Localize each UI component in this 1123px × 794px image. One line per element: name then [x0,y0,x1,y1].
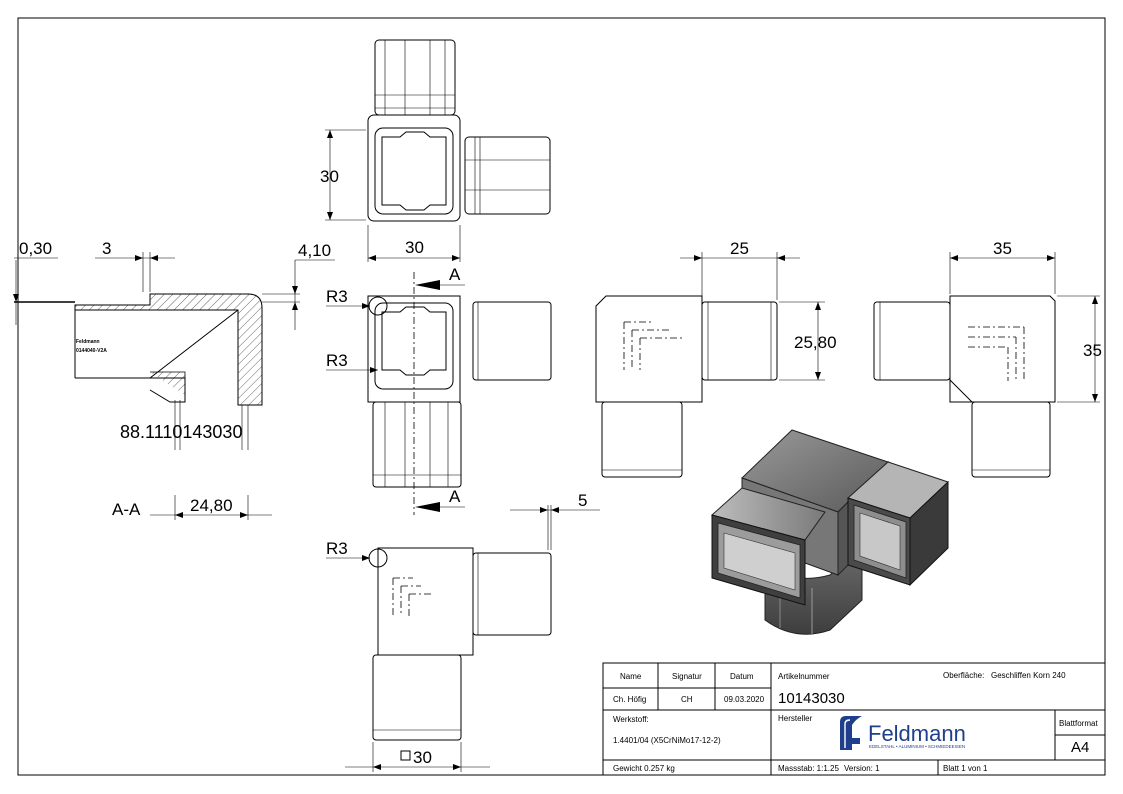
tb-blatt: Blatt 1 von 1 [943,764,988,773]
sheet-border [17,17,1106,776]
tb-label-hersteller: Hersteller [778,714,813,723]
square-symbol-icon [400,750,411,761]
dim-section-0-30: 0,30 [19,239,52,258]
engraving-line-1: Feldmann [76,339,100,345]
dim-section-24-80: 24,80 [190,496,233,515]
section-marker-a-top: A [449,265,461,284]
side-view-left: 25 25,80 [595,239,837,478]
tb-gewicht: Gewicht 0.257 kg [613,764,675,773]
section-view-a-a: 0,30 3 4,10 Feldmann 0144040-V2A 88.1110… [13,239,335,520]
tb-label-oberflaeche: Oberfläche: [943,671,984,680]
front-view: A A R3 R3 [326,265,552,515]
tb-massstab: Massstab: 1:1.25 [778,764,839,773]
engraving-line-2: 0144040-V2A [76,348,107,354]
logo-tagline: EDELSTAHL • ALUMINIUM • SCHMIEDEEISEN [869,744,965,749]
dim-r3-bottom: R3 [326,539,348,558]
dim-side-35-width: 35 [993,239,1012,258]
dim-r3-upper: R3 [326,287,348,306]
feldmann-logo: Feldmann EDELSTAHL • ALUMINIUM • SCHMIED… [840,716,966,750]
tb-value-artikelnummer: 10143030 [778,690,845,707]
dim-side-25-80: 25,80 [794,333,837,352]
title-block: Name Signatur Datum Artikelnummer Oberfl… [602,662,1106,776]
dim-bottom-square-30: 30 [413,748,432,767]
tb-label-artikelnummer: Artikelnummer [778,672,830,681]
tb-value-blattformat: A4 [1071,739,1089,756]
top-view: 30 30 [320,39,551,262]
tb-version: Version: 1 [844,764,880,773]
dim-bottom-5: 5 [578,491,587,510]
bottom-view: R3 5 30 [326,491,600,772]
tb-header-signatur: Signatur [672,672,702,681]
feldmann-logo-icon [840,716,862,750]
tb-header-name: Name [620,672,642,681]
tb-value-werkstoff: 1.4401/04 (X5CrNiMo17-12-2) [613,736,721,745]
dim-section-4-10: 4,10 [298,241,331,260]
part-code: 88.1110143030 [120,422,242,442]
dim-side-35-height: 35 [1083,341,1102,360]
section-marker-a-bottom: A [449,487,461,506]
dim-section-3: 3 [102,239,111,258]
dim-side-25: 25 [730,239,749,258]
tb-label-werkstoff: Werkstoff: [613,715,649,724]
isometric-render [710,429,949,635]
tb-label-blattformat: Blattformat [1059,719,1098,728]
tb-value-signatur: CH [681,695,693,704]
dim-r3-lower: R3 [326,351,348,370]
dim-top-height: 30 [320,167,339,186]
dim-top-width: 30 [405,238,424,257]
tb-header-datum: Datum [730,672,754,681]
logo-name: Feldmann [868,721,966,746]
tb-value-name: Ch. Höfig [613,695,646,704]
side-view-right: 35 35 [873,239,1102,478]
section-label: A-A [112,500,141,519]
tb-value-datum: 09.03.2020 [724,695,765,704]
tb-value-oberflaeche: Geschliffen Korn 240 [991,671,1066,680]
